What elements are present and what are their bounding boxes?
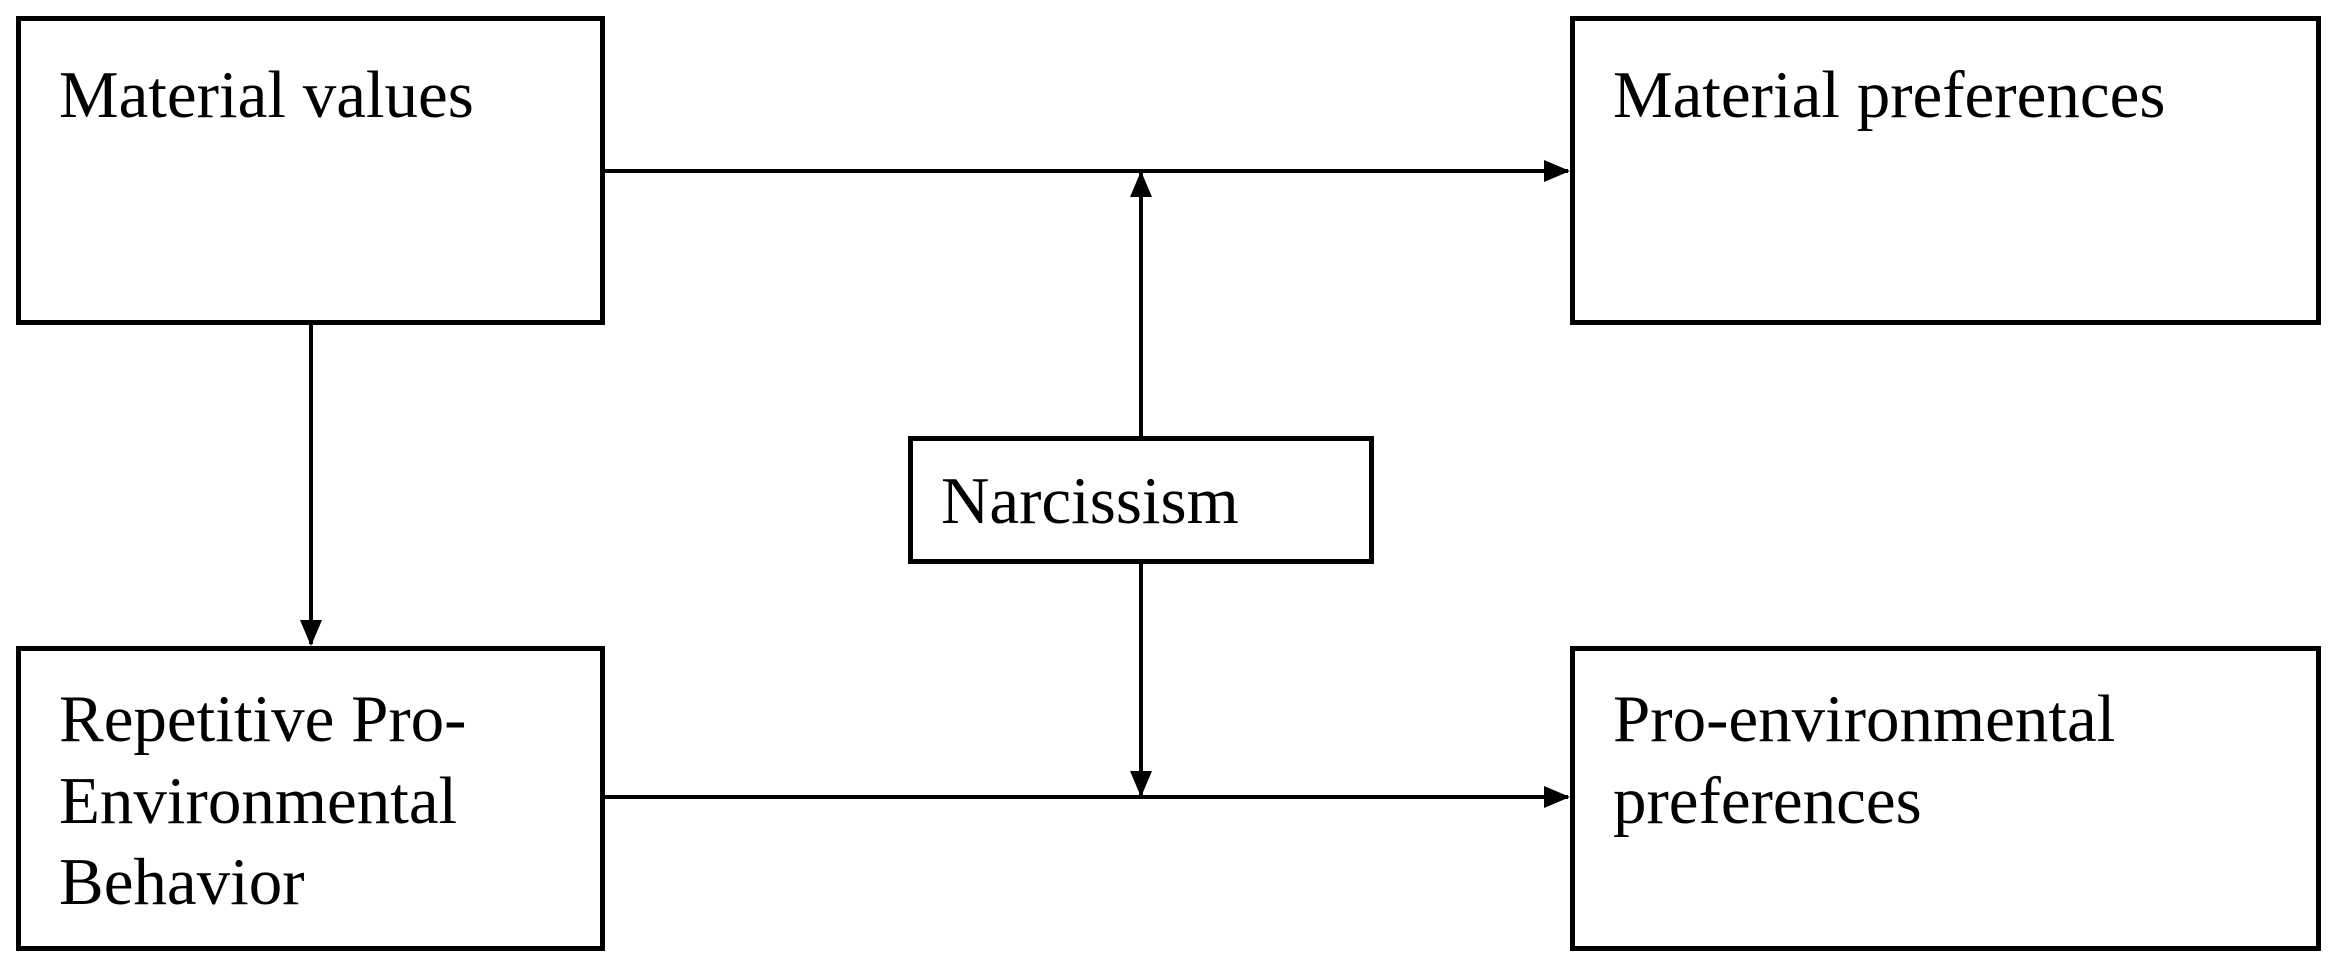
node-material-values-label: Material values [59,58,474,132]
node-pro-environmental-preferences: Pro-environmental preferences [1570,646,2321,951]
node-narcissism-label: Narcissism [941,464,1239,538]
node-pro-environmental-preferences-label: Pro-environmental preferences [1613,682,2116,838]
node-material-preferences: Material preferences [1570,16,2321,325]
node-repetitive-behavior-label: Repetitive Pro- Environmental Behavior [59,682,467,920]
node-material-preferences-label: Material preferences [1613,58,2166,132]
node-narcissism: Narcissism [908,436,1374,564]
node-material-values: Material values [16,16,605,325]
node-repetitive-pro-environmental-behavior: Repetitive Pro- Environmental Behavior [16,646,605,951]
